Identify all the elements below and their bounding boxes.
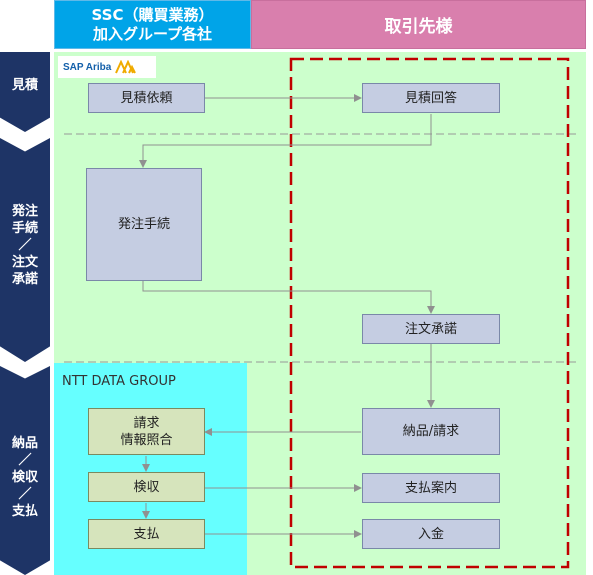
supplier-header: 取引先様 — [251, 0, 586, 49]
arrow-answer-to-order — [139, 114, 432, 168]
delivery-billing-label: 納品/請求 — [402, 424, 460, 439]
phase-delivery: 納品 ／ 検収 ／ 支払 — [0, 366, 50, 575]
inspection-box: 検収 — [88, 472, 205, 502]
phase-order: 発注 手続 ／ 注文 承諾 — [0, 138, 50, 362]
ariba-peaks-icon — [115, 60, 137, 74]
phase-delivery-label-5: 支払 — [11, 504, 38, 519]
phase-delivery-label-4: ／ — [18, 487, 32, 502]
ntt-data-group-label: NTT DATA GROUP — [62, 374, 176, 389]
payment-box: 支払 — [88, 519, 205, 549]
phase-delivery-label-2: ／ — [18, 453, 32, 468]
phase-order-label-1: 発注 — [11, 203, 38, 219]
inspection-label: 検収 — [133, 479, 160, 495]
sap-ariba-logo-text: SAP Ariba — [63, 61, 112, 73]
billing-check-box: 請求 情報照合 — [88, 408, 205, 455]
order-procedure-label: 発注手続 — [117, 217, 170, 232]
payment-label: 支払 — [133, 526, 160, 542]
receipt-label: 入金 — [417, 526, 444, 542]
phase-order-label-2: 手続 — [11, 220, 38, 236]
payment-notice-label: 支払案内 — [404, 480, 457, 496]
phase-order-label-5: 承諾 — [11, 271, 38, 287]
payment-notice-box: 支払案内 — [362, 473, 500, 503]
receipt-box: 入金 — [362, 519, 500, 549]
quote-request-box: 見積依頼 — [88, 83, 205, 113]
supplier-frame — [289, 57, 570, 569]
order-accept-box: 注文承諾 — [362, 314, 500, 344]
ssc-header: SSC（購買業務） 加入グループ各社 — [54, 0, 251, 49]
delivery-billing-box: 納品/請求 — [362, 408, 500, 455]
order-accept-label: 注文承諾 — [404, 321, 457, 337]
quote-answer-label: 見積回答 — [404, 90, 457, 106]
quote-answer-box: 見積回答 — [362, 83, 500, 113]
sap-ariba-logo: SAP Ariba — [58, 56, 156, 78]
billing-check-label-2: 情報照合 — [120, 432, 173, 448]
phase-delivery-label-1: 納品 — [11, 436, 38, 451]
quote-request-label: 見積依頼 — [120, 90, 173, 106]
phase-estimate-label: 見積 — [11, 77, 38, 93]
order-procedure-box: 発注手続 — [86, 168, 202, 281]
phase-order-label-3: ／ — [18, 237, 32, 253]
phase-estimate: 見積 — [0, 52, 50, 132]
billing-check-label-1: 請求 — [133, 415, 160, 431]
arrow-order-to-accept — [142, 281, 435, 314]
ssc-header-line2: 加入グループ各社 — [92, 24, 213, 43]
phase-delivery-label-3: 検収 — [11, 470, 38, 485]
ssc-header-line1: SSC（購買業務） — [91, 5, 214, 24]
phase-order-label-4: 注文 — [11, 254, 38, 270]
